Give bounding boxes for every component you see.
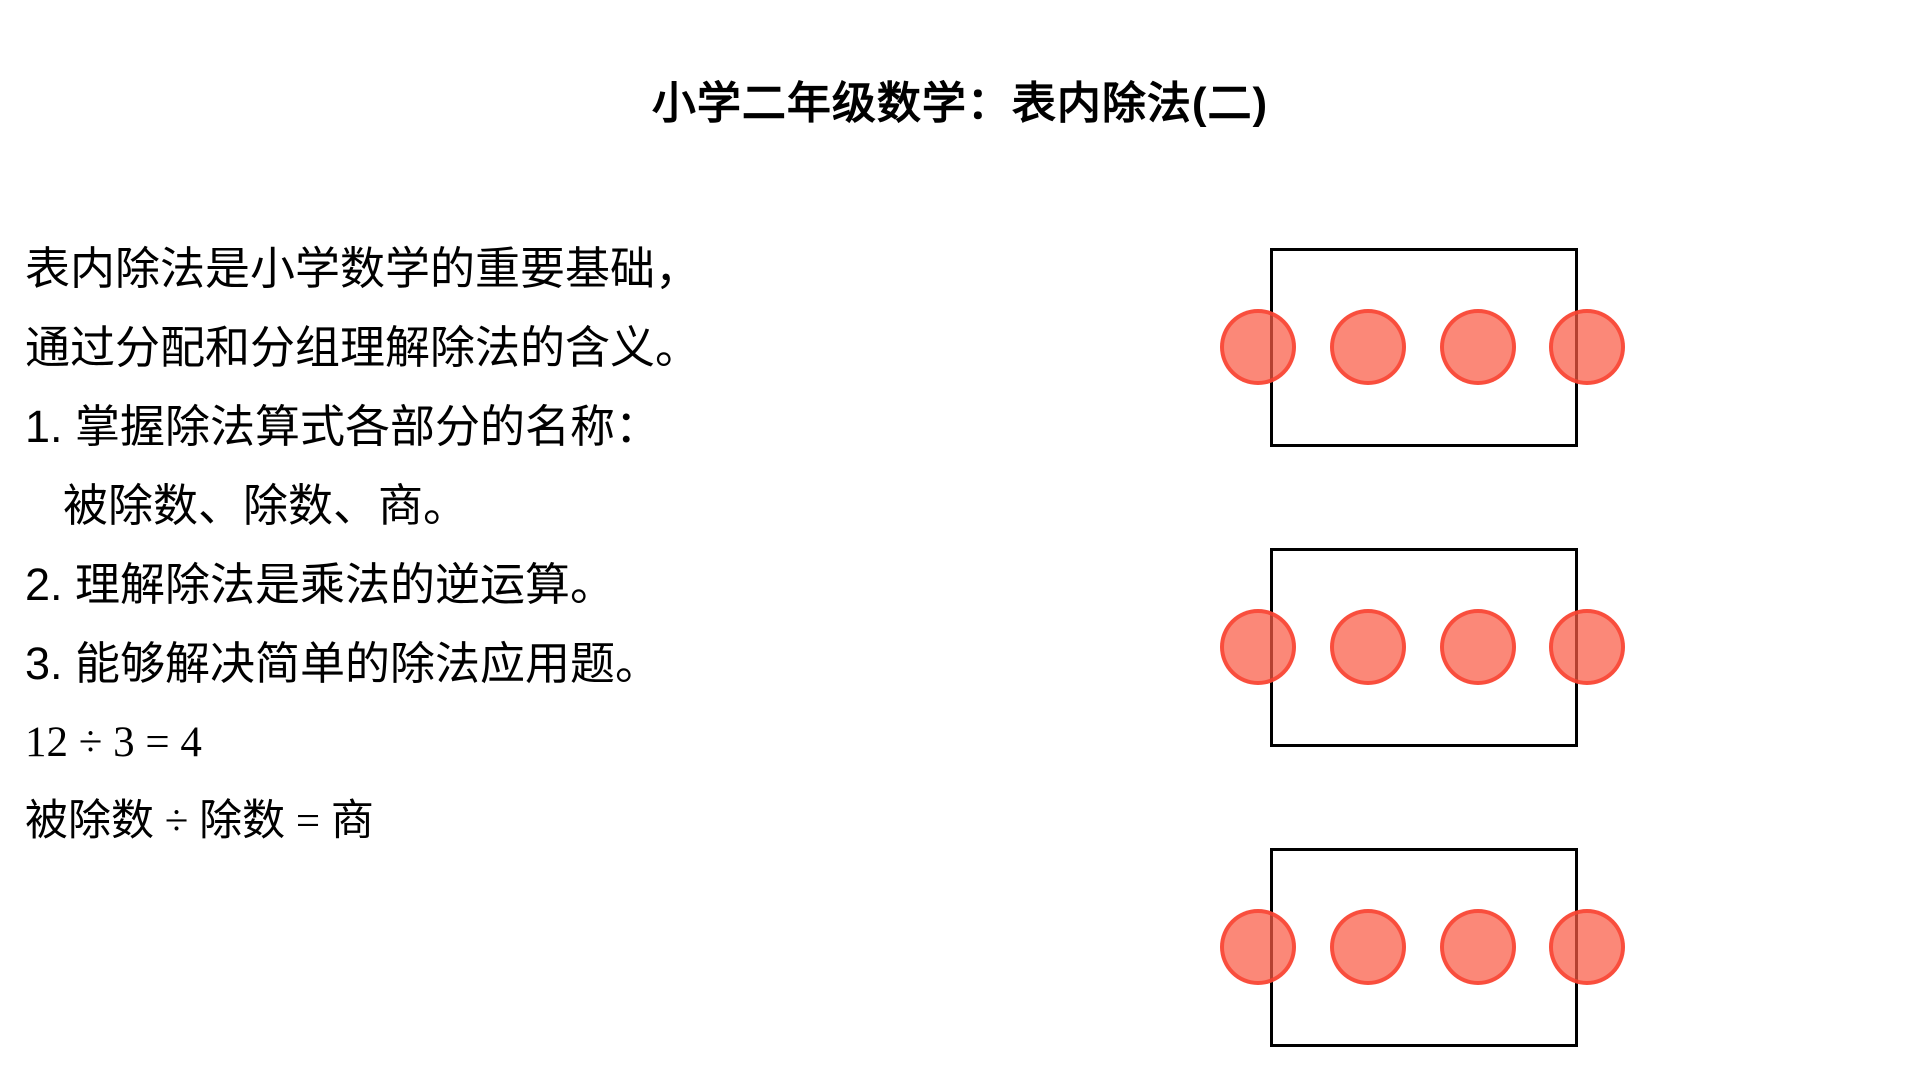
item-circle [1549, 309, 1625, 385]
objective-1-detail: 被除数、除数、商。 [63, 480, 469, 531]
group-box [1270, 248, 1578, 447]
intro-line-1: 表内除法是小学数学的重要基础， [25, 243, 701, 294]
item-circle [1440, 309, 1516, 385]
group-box [1270, 548, 1578, 747]
division-term-formula: 被除数 ÷ 除数 = 商 [25, 798, 374, 845]
intro-line-2: 通过分配和分组理解除法的含义。 [25, 322, 701, 373]
objective-3: 3. 能够解决简单的除法应用题。 [25, 638, 661, 689]
circle-group-2 [1220, 548, 1625, 747]
circle-group-3 [1220, 848, 1625, 1047]
division-equation: 12 ÷ 3 = 4 [25, 719, 202, 766]
item-circle [1440, 909, 1516, 985]
item-circle [1549, 609, 1625, 685]
page-title: 小学二年级数学：表内除法(二) [651, 79, 1269, 128]
group-box [1270, 848, 1578, 1047]
item-circle [1549, 909, 1625, 985]
item-circle [1440, 609, 1516, 685]
lesson-text-block: 表内除法是小学数学的重要基础， 通过分配和分组理解除法的含义。 1. 掌握除法算… [25, 229, 785, 861]
item-circle [1330, 309, 1406, 385]
item-circle [1220, 909, 1296, 985]
item-circle [1220, 609, 1296, 685]
objective-1: 1. 掌握除法算式各部分的名称： [25, 401, 661, 452]
item-circle [1330, 609, 1406, 685]
item-circle [1220, 309, 1296, 385]
objective-2: 2. 理解除法是乘法的逆运算。 [25, 559, 616, 610]
circle-group-1 [1220, 248, 1625, 447]
item-circle [1330, 909, 1406, 985]
